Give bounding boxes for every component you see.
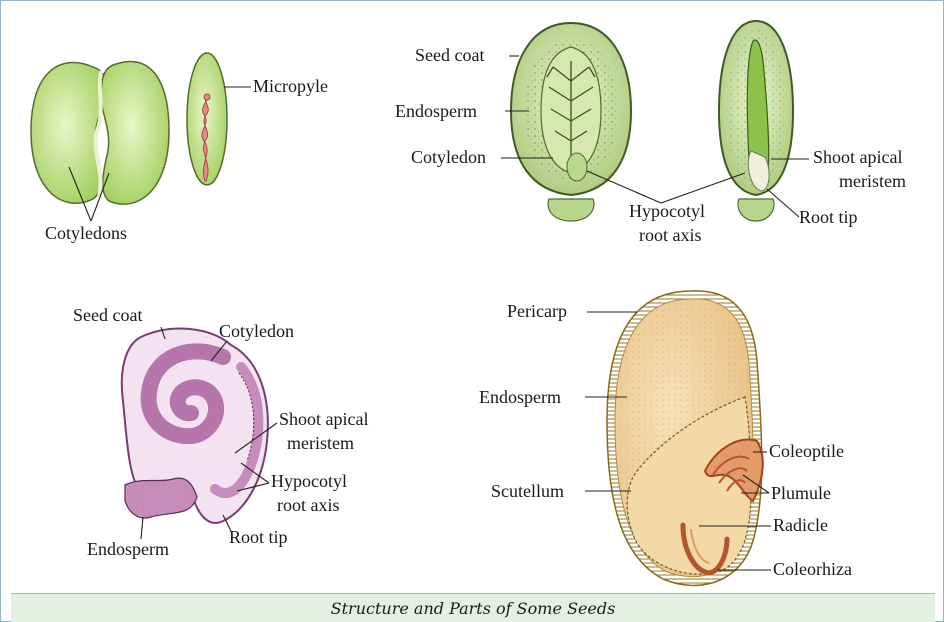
castor-seed (511, 23, 631, 221)
label-root-tip-1: Root tip (799, 207, 858, 227)
curved-seed (122, 329, 268, 523)
label-shoot-apical-1: Shoot apical (813, 147, 902, 167)
label-scutellum: Scutellum (491, 481, 564, 501)
maize-grain (607, 291, 763, 586)
label-meristem-1: meristem (839, 171, 906, 191)
label-cotyledons: Cotyledons (45, 223, 127, 243)
label-plumule: Plumule (771, 483, 831, 503)
label-meristem-2: meristem (287, 433, 354, 453)
label-castor-seed-coat: Seed coat (415, 45, 484, 65)
label-hypocotyl-1: Hypocotyl (629, 201, 705, 221)
label-hypocotyl-2: Hypocotyl (271, 471, 347, 491)
label-radicle: Radicle (773, 515, 828, 535)
label-curved-seed-coat: Seed coat (73, 305, 142, 325)
label-root-tip-2: Root tip (229, 527, 288, 547)
caption-bar: Structure and Parts of Some Seeds (11, 593, 935, 622)
seed-illustrations: Cotyledons Micropyle Seed coat Endosperm… (1, 1, 944, 593)
bean-cotyledon-right (101, 62, 169, 205)
label-coleoptile: Coleoptile (769, 441, 844, 461)
label-root-axis-2: root axis (277, 495, 340, 515)
bean-seed (31, 62, 169, 205)
label-castor-endosperm: Endosperm (395, 101, 477, 121)
label-shoot-apical-2: Shoot apical (279, 409, 368, 429)
label-micropyle: Micropyle (253, 76, 328, 96)
label-pericarp: Pericarp (507, 301, 567, 321)
micropyle-seed (187, 53, 227, 185)
label-curved-endosperm: Endosperm (87, 539, 169, 559)
figure-caption: Structure and Parts of Some Seeds (331, 599, 616, 618)
label-coleorhiza: Coleorhiza (773, 559, 852, 579)
castor-seed-profile (719, 21, 793, 221)
label-maize-endosperm: Endosperm (479, 387, 561, 407)
label-curved-cotyledon: Cotyledon (219, 321, 294, 341)
label-root-axis-1: root axis (639, 225, 702, 245)
label-castor-cotyledon: Cotyledon (411, 147, 486, 167)
